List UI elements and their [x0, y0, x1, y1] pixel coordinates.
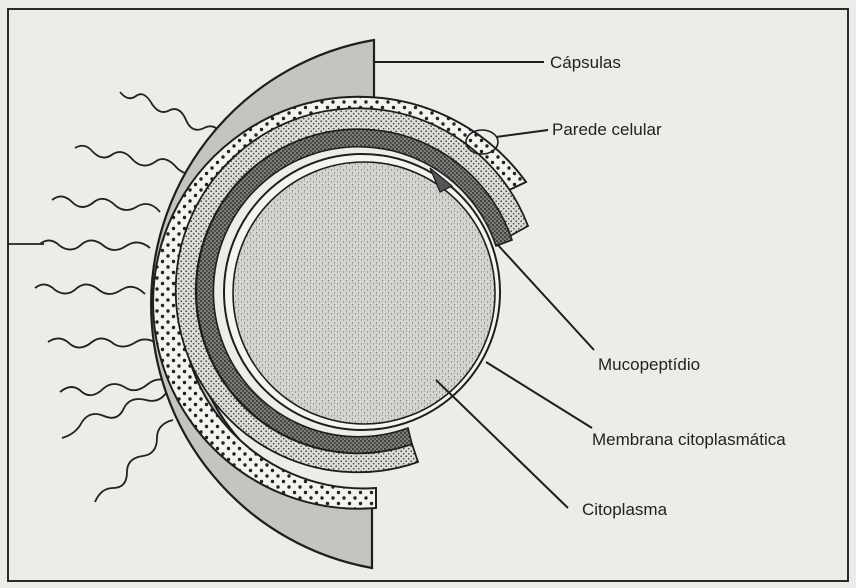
label-membrana-citoplasmatica: Membrana citoplasmática [592, 430, 786, 449]
label-capsulas: Cápsulas [550, 53, 621, 72]
cytoplasm [233, 162, 495, 424]
label-parede-celular: Parede celular [552, 120, 662, 139]
label-citoplasma: Citoplasma [582, 500, 668, 519]
label-mucopeptidio: Mucopeptídio [598, 355, 700, 374]
